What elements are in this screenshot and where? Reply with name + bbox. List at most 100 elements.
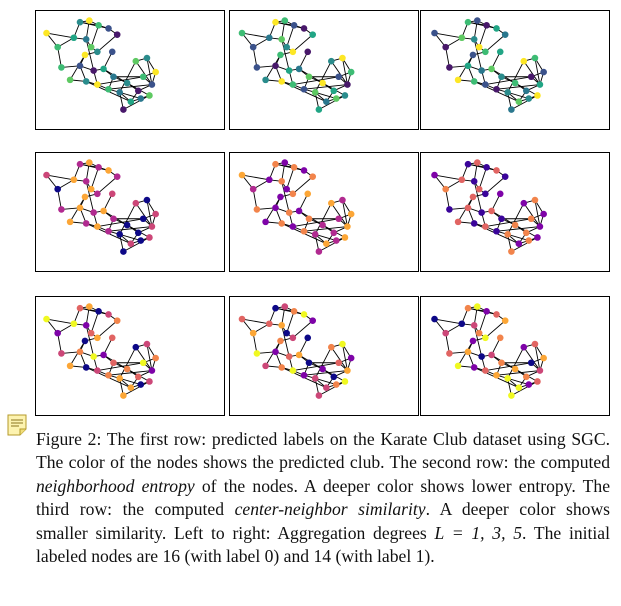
graph-edge [241,318,270,325]
graph-node [493,311,500,318]
figure-caption: Figure 2: The first row: predicted label… [36,428,610,568]
graph-node [520,199,528,207]
graph-node [108,334,116,342]
graph-node [493,25,500,32]
graph-node [488,351,495,359]
graph-node [70,320,78,328]
graph-node [488,65,495,73]
graph-node [132,57,140,65]
figure-panels [35,10,610,416]
graph-node [305,73,313,81]
graph-node [515,98,523,106]
graph-node [134,373,142,381]
graph-edge [97,218,144,228]
graph-node [478,67,485,74]
graph-node [82,78,90,85]
graph-node [272,348,279,356]
graph-node [475,185,483,193]
graph-node [335,215,343,223]
graph-node [335,73,343,81]
graph-edge [119,233,141,242]
graph-node [278,78,285,85]
graph-node [277,337,284,345]
graph-node [100,207,107,215]
network-panel-r1-c3 [420,10,610,130]
graph-edge [135,202,153,227]
graph-node [470,36,478,43]
graph-node [493,167,500,174]
graph-node [300,25,308,32]
graph-node [143,196,151,204]
graph-node [100,351,107,359]
graph-node [508,106,515,113]
network-panel-r2-c3 [420,152,610,272]
graph-edge [478,25,488,48]
graph-edge [315,377,337,386]
graph-node [95,21,102,29]
network-panel-r3-c2 [229,296,419,416]
graph-node [76,18,84,26]
graph-node [272,304,279,312]
graph-edge [146,57,153,85]
graph-node [478,353,485,360]
graph-node [290,21,298,29]
graph-edge [252,189,258,210]
graph-edge [473,39,483,71]
network-panel-r3-c3 [420,296,610,416]
graph-node [262,76,269,84]
sticky-note-icon[interactable] [7,414,27,436]
graph-edge [523,346,541,371]
graph-node [458,34,466,42]
graph-edge [286,25,295,48]
graph-edge [534,199,541,227]
panel-frame [229,10,419,130]
graph-node [277,51,284,59]
graph-node [304,48,312,56]
graph-node [253,206,261,213]
graph-node [137,237,145,244]
graph-node [86,17,93,24]
graph-edge [252,47,258,68]
graph-node [442,329,449,337]
graph-edge [445,333,450,354]
panel-frame [35,296,225,416]
graph-node [43,29,50,37]
graph-edge [292,176,313,195]
panel-frame [35,152,225,272]
graph-node [249,185,257,193]
graph-node [330,229,338,237]
graph-node [454,218,462,226]
graph-node [90,67,97,74]
graph-node [148,223,156,230]
graph-node [281,17,289,24]
graph-node [504,231,511,238]
graph-node [482,367,489,374]
graph-node [87,43,95,51]
graph-node [520,343,528,351]
graph-node [531,340,539,348]
graph-node [86,159,93,166]
graph-edge [97,320,118,339]
graph-edge [330,60,348,85]
graph-node [290,307,298,315]
graph-node [309,31,316,38]
graph-node [289,223,297,230]
graph-node [534,378,541,385]
graph-node [464,348,472,356]
graph-node [277,193,284,201]
graph-node [482,223,489,230]
panel-frame [229,152,419,272]
graph-edge [473,181,483,213]
graph-node [469,51,477,59]
graph-node [470,322,478,329]
graph-edge [119,91,141,100]
graph-node [82,36,90,43]
graph-node [522,373,530,381]
graph-node [146,378,153,385]
graph-node [143,54,151,62]
graph-node [300,311,308,318]
graph-node [504,89,511,96]
graph-node [238,315,246,323]
graph-node [281,303,289,310]
graph-node [332,237,340,244]
